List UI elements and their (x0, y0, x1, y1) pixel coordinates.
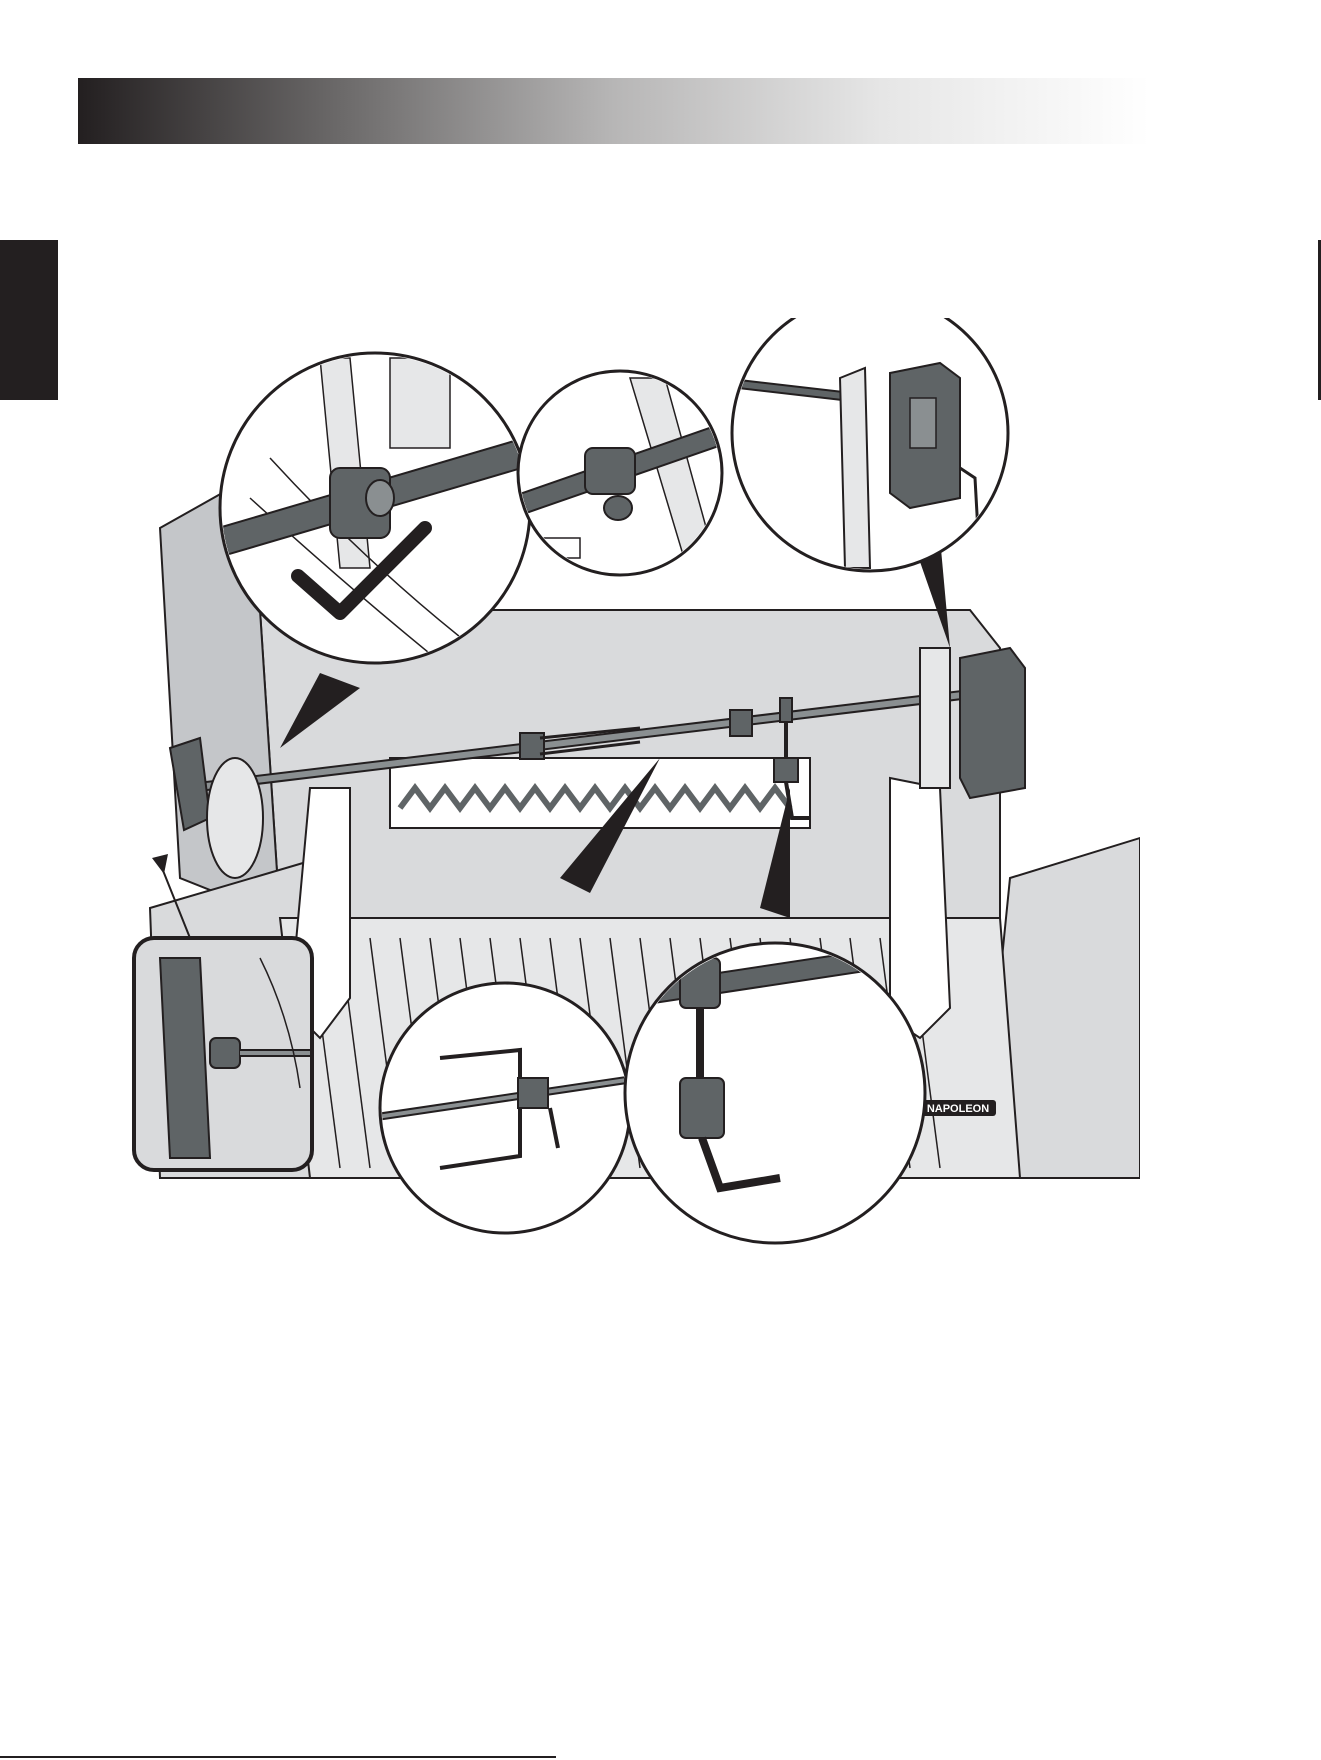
rotisserie-assembly-illustration: NAPOLEON (120, 318, 1140, 1298)
callout-handle-detail (134, 938, 312, 1170)
section-header-bar (78, 78, 1150, 144)
callout-rotisserie-motor-detail (730, 318, 1008, 571)
side-language-tab (0, 240, 58, 400)
footer-rule (0, 1756, 556, 1758)
rotisserie-motor (920, 648, 1025, 798)
brand-logo: NAPOLEON (927, 1103, 989, 1115)
callout-wing-nut-detail (510, 371, 740, 578)
